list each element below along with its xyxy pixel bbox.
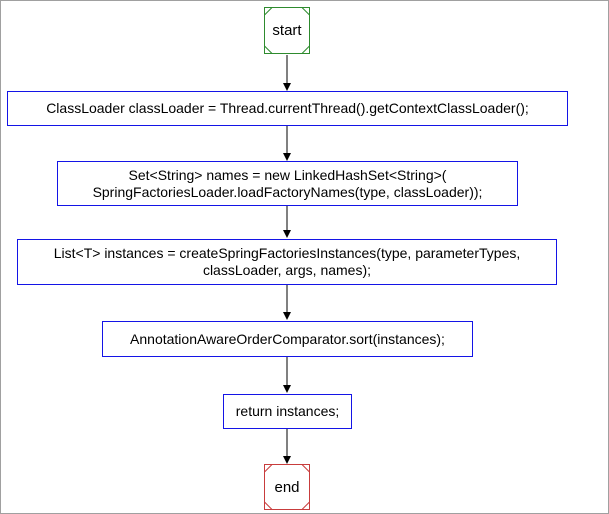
process-step-4: AnnotationAwareOrderComparator.sort(inst… — [102, 321, 473, 357]
process-step-1: ClassLoader classLoader = Thread.current… — [7, 91, 568, 126]
start-node: start — [264, 7, 310, 54]
step-1-text: ClassLoader classLoader = Thread.current… — [46, 100, 529, 117]
step-5-text: return instances; — [236, 403, 340, 420]
process-step-3: List<T> instances = createSpringFactorie… — [17, 239, 557, 285]
step-2-line-2: SpringFactoriesLoader.loadFactoryNames(t… — [92, 183, 483, 200]
step-3-line-1: List<T> instances = createSpringFactorie… — [53, 245, 521, 261]
end-node: end — [264, 464, 310, 510]
end-label: end — [274, 478, 300, 496]
step-1-line-1: ClassLoader classLoader = Thread.current… — [46, 100, 529, 116]
start-label: start — [272, 22, 302, 39]
process-step-5: return instances; — [223, 394, 352, 429]
start-node-shape — [264, 7, 310, 54]
step-3-text: List<T> instances = createSpringFactorie… — [54, 245, 521, 279]
step-4-text: AnnotationAwareOrderComparator.sort(inst… — [130, 331, 445, 348]
step-4-line-1: AnnotationAwareOrderComparator.sort(inst… — [130, 330, 445, 347]
process-step-2: Set<String> names = new LinkedHashSet<St… — [57, 161, 518, 206]
step-3-line-2: classLoader, args, names); — [202, 262, 372, 278]
step-5-line-1: return instances; — [235, 403, 340, 419]
step-2-line-1: Set<String> names = new LinkedHashSet<St… — [128, 166, 447, 183]
step-2-text: Set<String> names = new LinkedHashSet<St… — [93, 167, 483, 201]
end-node-shape — [264, 464, 310, 510]
